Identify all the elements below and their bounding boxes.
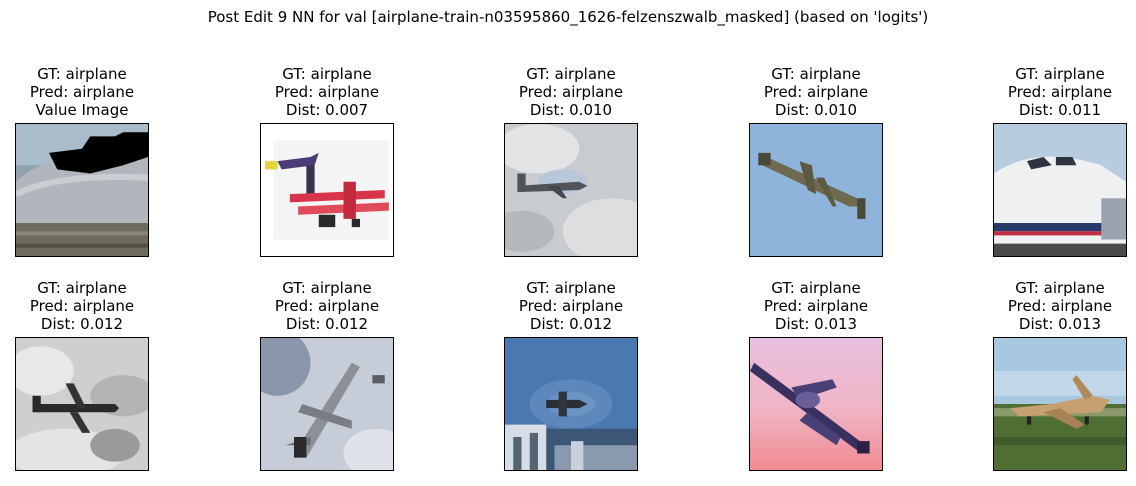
panel-gt-label: GT: airplane	[282, 65, 372, 83]
panel-3: GT: airplane Pred: airplane Dist: 0.010	[471, 65, 671, 119]
panel-9: GT: airplane Pred: airplane Dist: 0.013	[716, 279, 916, 333]
panel-pred-label: Pred: airplane	[1007, 297, 1113, 315]
panel-4: GT: airplane Pred: airplane Dist: 0.010	[716, 65, 916, 119]
panel-6: GT: airplane Pred: airplane Dist: 0.012	[0, 279, 182, 333]
panel-pred-label: Pred: airplane	[763, 83, 869, 101]
thumbnail-10	[993, 337, 1127, 471]
panel-gt-label: GT: airplane	[37, 279, 127, 297]
plane-climbing-gray-sky-image	[261, 338, 393, 470]
panel-dist-label: Dist: 0.010	[529, 101, 613, 119]
prop-plane-blue-sky-image	[750, 124, 882, 256]
panel-dist-label: Dist: 0.012	[529, 315, 613, 333]
panel-gt-label: GT: airplane	[771, 65, 861, 83]
panel-gt-label: GT: airplane	[526, 279, 616, 297]
panel-pred-label: Pred: airplane	[274, 83, 380, 101]
panel-value-label: Value Image	[35, 101, 129, 119]
panel-dist-label: Dist: 0.011	[1018, 101, 1102, 119]
thumbnail-6	[15, 337, 149, 471]
thumbnail-2	[260, 123, 394, 257]
panel-dist-label: Dist: 0.012	[40, 315, 124, 333]
thumbnail-9	[749, 337, 883, 471]
tan-jet-on-grass-image	[994, 338, 1126, 470]
thumbnail-3	[504, 123, 638, 257]
panel-pred-label: Pred: airplane	[29, 83, 135, 101]
panel-pred-label: Pred: airplane	[518, 297, 624, 315]
panel-pred-label: Pred: airplane	[1007, 83, 1113, 101]
thumbnail-1	[15, 123, 149, 257]
panel-dist-label: Dist: 0.010	[774, 101, 858, 119]
panel-gt-label: GT: airplane	[282, 279, 372, 297]
airliner-nose-front-image	[994, 124, 1126, 256]
panel-dist-label: Dist: 0.013	[774, 315, 858, 333]
thumbnail-4	[749, 123, 883, 257]
airliner-fuselage-masked-image	[16, 124, 148, 256]
plane-pink-sunset-image	[750, 338, 882, 470]
panel-dist-label: Dist: 0.012	[285, 315, 369, 333]
grayscale-fighter-image	[16, 338, 148, 470]
thumbnail-7	[260, 337, 394, 471]
panel-pred-label: Pred: airplane	[518, 83, 624, 101]
panel-gt-label: GT: airplane	[1015, 279, 1105, 297]
thumbnail-5	[993, 123, 1127, 257]
panel-8: GT: airplane Pred: airplane Dist: 0.012	[471, 279, 671, 333]
jet-in-clouds-image	[505, 124, 637, 256]
panel-10: GT: airplane Pred: airplane Dist: 0.013	[960, 279, 1136, 333]
panel-gt-label: GT: airplane	[526, 65, 616, 83]
panel-2: GT: airplane Pred: airplane Dist: 0.007	[227, 65, 427, 119]
panel-dist-label: Dist: 0.007	[285, 101, 369, 119]
figure-title: Post Edit 9 NN for val [airplane-train-n…	[207, 8, 929, 26]
panel-pred-label: Pred: airplane	[29, 297, 135, 315]
panel-7: GT: airplane Pred: airplane Dist: 0.012	[227, 279, 427, 333]
panel-dist-label: Dist: 0.013	[1018, 315, 1102, 333]
red-biplane-white-bg-image	[261, 124, 393, 256]
thumbnail-8	[504, 337, 638, 471]
panel-gt-label: GT: airplane	[37, 65, 127, 83]
panel-gt-label: GT: airplane	[1015, 65, 1105, 83]
panel-pred-label: Pred: airplane	[763, 297, 869, 315]
panel-gt-label: GT: airplane	[771, 279, 861, 297]
panel-1: GT: airplane Pred: airplane Value Image	[0, 65, 182, 119]
plane-over-city-blue-sky-image	[505, 338, 637, 470]
panel-5: GT: airplane Pred: airplane Dist: 0.011	[960, 65, 1136, 119]
panel-pred-label: Pred: airplane	[274, 297, 380, 315]
